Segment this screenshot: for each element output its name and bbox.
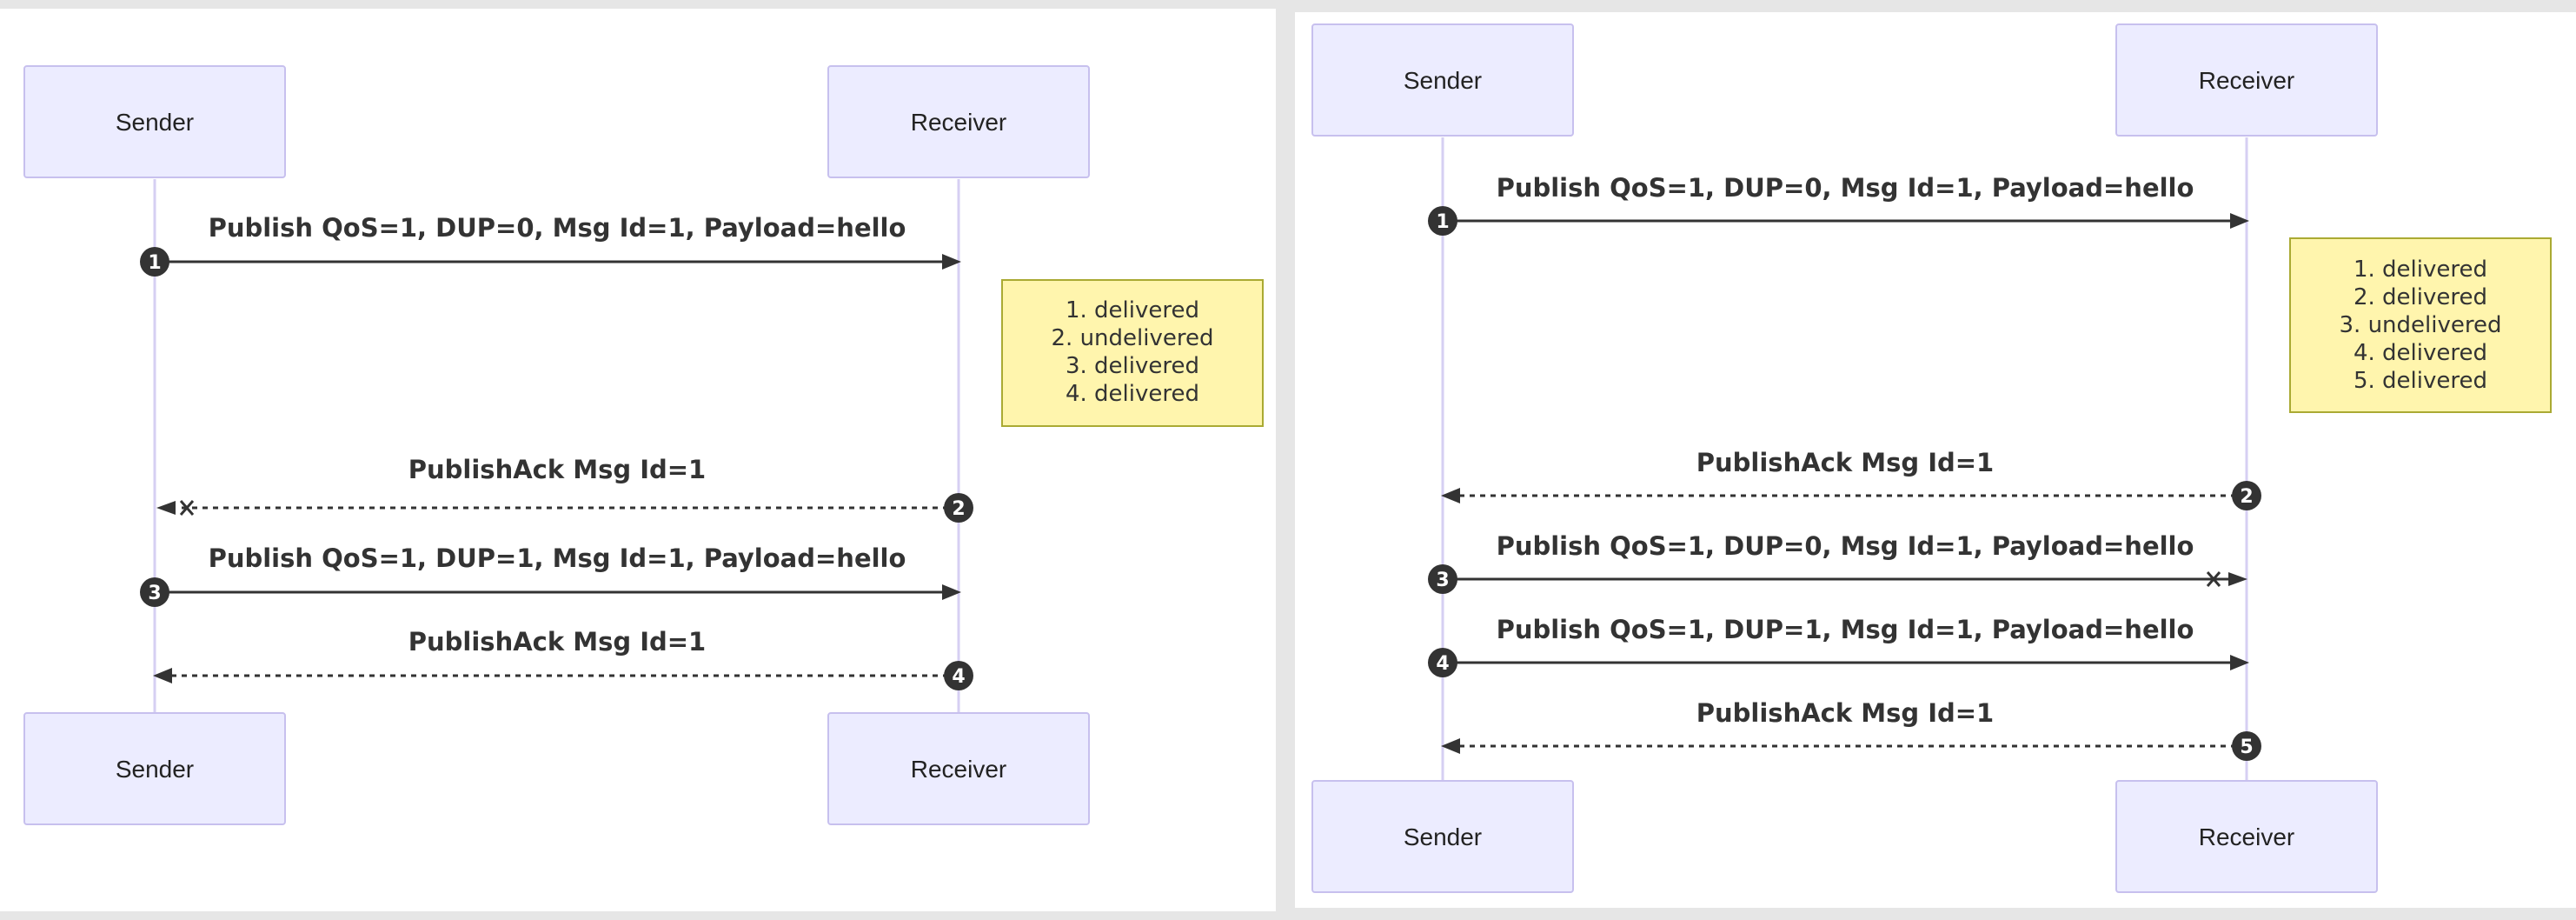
sequence-diagram-left: Sender Receiver Publish QoS=1, DUP=0, Ms… [0,9,1276,911]
sequence-number-1 [1428,206,1457,236]
receiver-actor-bottom-label: Receiver [911,756,1006,783]
sequence-number-4 [944,661,973,690]
message-1: Publish QoS=1, DUP=0, Msg Id=1, Payload=… [1428,173,2249,236]
svg-text:2: 2 [952,498,965,520]
message-4: PublishAck Msg Id=1 4 [153,627,973,690]
message-4-label: PublishAck Msg Id=1 [408,627,706,657]
svg-text:1: 1 [1436,211,1449,233]
sequence-diagram-right: Sender Receiver Publish QoS=1, DUP=0, Ms… [1295,12,2576,908]
sequence-diagram-svg-right: Sender Receiver Publish QoS=1, DUP=0, Ms… [1311,23,2552,893]
message-5: PublishAck Msg Id=1 5 [1441,698,2261,761]
receiver-actor-top[interactable]: Receiver [2115,23,2378,137]
note-line-3: 3. undelivered [2340,312,2502,338]
sender-actor-top[interactable]: Sender [23,65,286,178]
message-3: Publish QoS=1, DUP=1, Msg Id=1, Payload=… [140,543,961,607]
sender-actor-bottom-label: Sender [116,756,194,783]
message-5-label: PublishAck Msg Id=1 [1696,698,1994,728]
sequence-number-3 [1428,564,1457,594]
note-line-1: 1. delivered [1066,297,1199,323]
message-1-label: Publish QoS=1, DUP=0, Msg Id=1, Payload=… [1497,173,2194,203]
svg-text:5: 5 [2240,737,2253,758]
receiver-actor-top-label: Receiver [2199,67,2294,94]
svg-text:4: 4 [1436,653,1449,675]
svg-text:3: 3 [1436,570,1449,591]
message-3-label: Publish QoS=1, DUP=1, Msg Id=1, Payload=… [209,543,906,573]
receiver-actor-top[interactable]: Receiver [827,65,1090,178]
sequence-number-4 [1428,648,1457,677]
receiver-actor-bottom-label: Receiver [2199,823,2294,850]
sequence-number-2 [944,493,973,523]
message-1-label: Publish QoS=1, DUP=0, Msg Id=1, Payload=… [209,213,906,243]
message-2: PublishAck Msg Id=1 2 [1441,448,2261,510]
receiver-actor-bottom[interactable]: Receiver [2115,780,2378,893]
sequence-number-1 [140,247,169,277]
message-2-label: PublishAck Msg Id=1 [1696,448,1994,477]
sender-actor-top-label: Sender [1404,67,1482,94]
message-4-label: Publish QoS=1, DUP=1, Msg Id=1, Payload=… [1497,615,2194,644]
note-line-3: 3. delivered [1066,353,1199,379]
note-line-1: 1. delivered [2354,257,2487,283]
sequence-number-3 [140,577,169,607]
sender-actor-top-label: Sender [116,109,194,136]
note-line-4: 4. delivered [2354,340,2487,366]
message-3: Publish QoS=1, DUP=0, Msg Id=1, Payload=… [1428,531,2247,594]
svg-text:2: 2 [2240,486,2253,508]
sequence-number-2 [2232,481,2261,510]
message-1: Publish QoS=1, DUP=0, Msg Id=1, Payload=… [140,213,961,277]
svg-text:1: 1 [148,252,161,274]
receiver-actor-top-label: Receiver [911,109,1006,136]
message-2-label: PublishAck Msg Id=1 [408,455,706,484]
delivery-note: 1. delivered 2. delivered 3. undelivered… [2289,237,2552,413]
message-2: PublishAck Msg Id=1 2 [156,455,973,523]
sequence-number-5 [2232,731,2261,761]
svg-text:4: 4 [952,666,965,688]
sender-actor-top[interactable]: Sender [1311,23,1574,137]
note-line-4: 4. delivered [1066,381,1199,407]
delivery-note: 1. delivered 2. undelivered 3. delivered… [1001,279,1264,427]
message-4: Publish QoS=1, DUP=1, Msg Id=1, Payload=… [1428,615,2249,677]
sender-actor-bottom-label: Sender [1404,823,1482,850]
note-line-5: 5. delivered [2354,368,2487,394]
sender-actor-bottom[interactable]: Sender [1311,780,1574,893]
svg-text:3: 3 [148,583,161,604]
note-line-2: 2. delivered [2354,284,2487,310]
sequence-diagram-svg-left: Sender Receiver Publish QoS=1, DUP=0, Ms… [23,65,1264,825]
message-3-label: Publish QoS=1, DUP=0, Msg Id=1, Payload=… [1497,531,2194,561]
sender-actor-bottom[interactable]: Sender [23,712,286,825]
note-line-2: 2. undelivered [1052,325,1214,351]
receiver-actor-bottom[interactable]: Receiver [827,712,1090,825]
